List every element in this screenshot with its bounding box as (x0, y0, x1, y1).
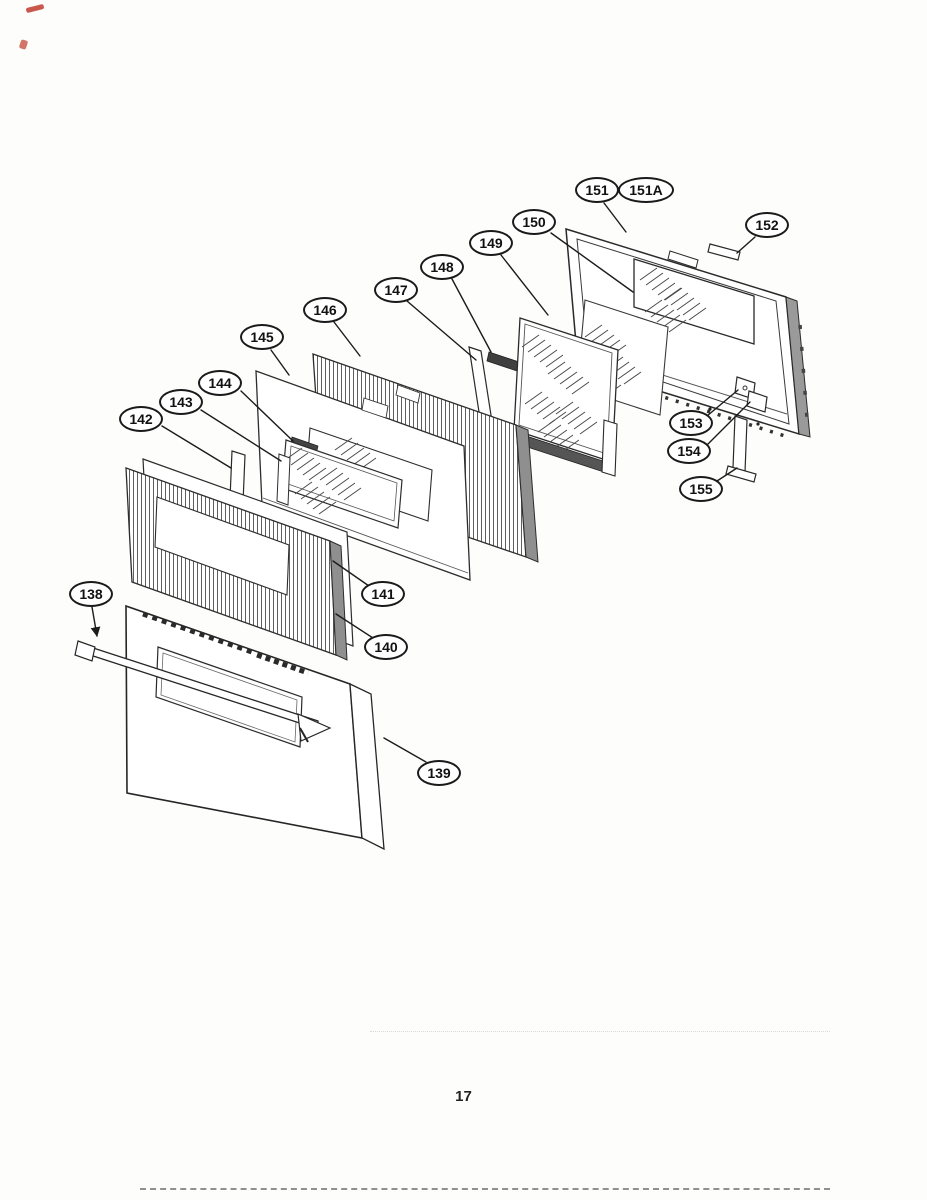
leader-lines (90, 202, 756, 763)
callout-146: 146 (303, 297, 347, 323)
callout-148: 148 (420, 254, 464, 280)
scan-artifact-dotted-line (370, 1031, 830, 1032)
glass-left-clip (276, 453, 291, 506)
callout-140: 140 (364, 634, 408, 660)
part-door-handle-138 (74, 640, 332, 743)
callout-151a: 151A (618, 177, 674, 203)
callout-151: 151 (575, 177, 619, 203)
glass-right-channel (601, 419, 618, 477)
callout-138: 138 (69, 581, 113, 607)
frame-top-clip (667, 250, 699, 269)
callout-141: 141 (361, 581, 405, 607)
callout-150: 150 (512, 209, 556, 235)
page-number: 17 (455, 1088, 472, 1105)
frame-window-opening (633, 258, 755, 345)
callout-152: 152 (745, 212, 789, 238)
callout-144: 144 (198, 370, 242, 396)
scan-artifact-dashed-line (140, 1188, 830, 1190)
part-glass-143 (276, 439, 403, 529)
callout-143: 143 (159, 389, 203, 415)
liner-window-opening (154, 496, 290, 596)
callout-155: 155 (679, 476, 723, 502)
callout-149: 149 (469, 230, 513, 256)
callout-147: 147 (374, 277, 418, 303)
callout-139: 139 (417, 760, 461, 786)
callout-142: 142 (119, 406, 163, 432)
part-side-bracket-154 (746, 390, 768, 413)
vent-slot-row (256, 652, 309, 676)
callout-145: 145 (240, 324, 284, 350)
part-top-bracket (707, 243, 741, 261)
callout-154: 154 (667, 438, 711, 464)
part-liner-140 (125, 467, 348, 661)
callout-153: 153 (669, 410, 713, 436)
